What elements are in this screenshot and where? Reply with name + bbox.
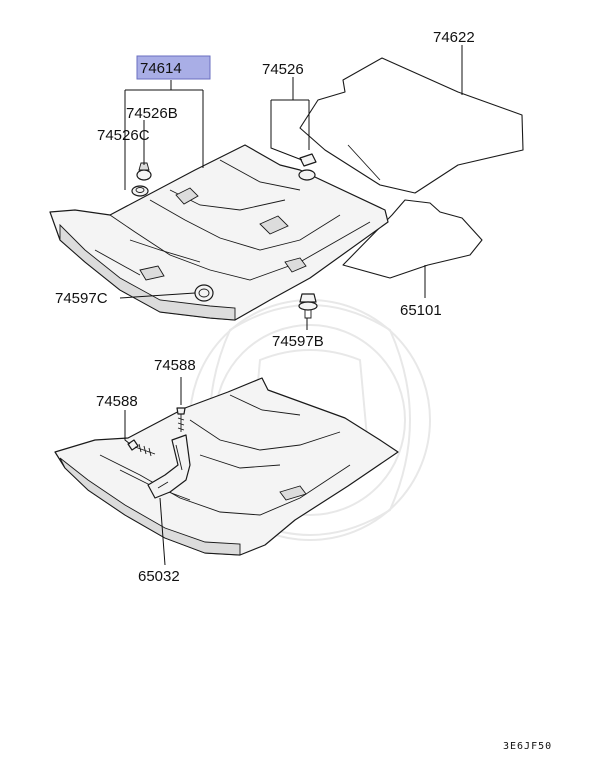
part-number-highlight [136,55,211,80]
label-65032: 65032 [138,568,180,585]
label-74526: 74526 [262,61,304,78]
bracket-65032[interactable] [147,434,191,499]
leader-lines-upper [119,45,463,330]
clip-74526b[interactable] [136,162,152,181]
grommet-74597c[interactable] [194,284,214,302]
label-74588-top: 74588 [154,357,196,374]
clip-74526c[interactable] [131,185,149,197]
clip-74526[interactable] [298,153,317,181]
label-74526b: 74526B [126,105,178,122]
screw-74588-left[interactable] [127,439,156,457]
label-74597c: 74597C [55,290,108,307]
leader-lines-lower [124,377,182,566]
label-74526c: 74526C [97,127,150,144]
label-74622: 74622 [433,29,475,46]
diagram-code: 3E6JF50 [503,741,552,752]
label-74588-left: 74588 [96,393,138,410]
floor-mat[interactable] [342,199,483,279]
rear-floor-carpet[interactable] [299,57,524,194]
label-74614: 74614 [140,60,182,77]
floor-panel-upper[interactable] [49,144,389,321]
screw-74588-top[interactable] [176,407,186,432]
label-65101: 65101 [400,302,442,319]
floor-panel-lower[interactable] [54,377,399,556]
label-74597b: 74597B [272,333,324,350]
grommet-74597b[interactable] [298,293,318,319]
